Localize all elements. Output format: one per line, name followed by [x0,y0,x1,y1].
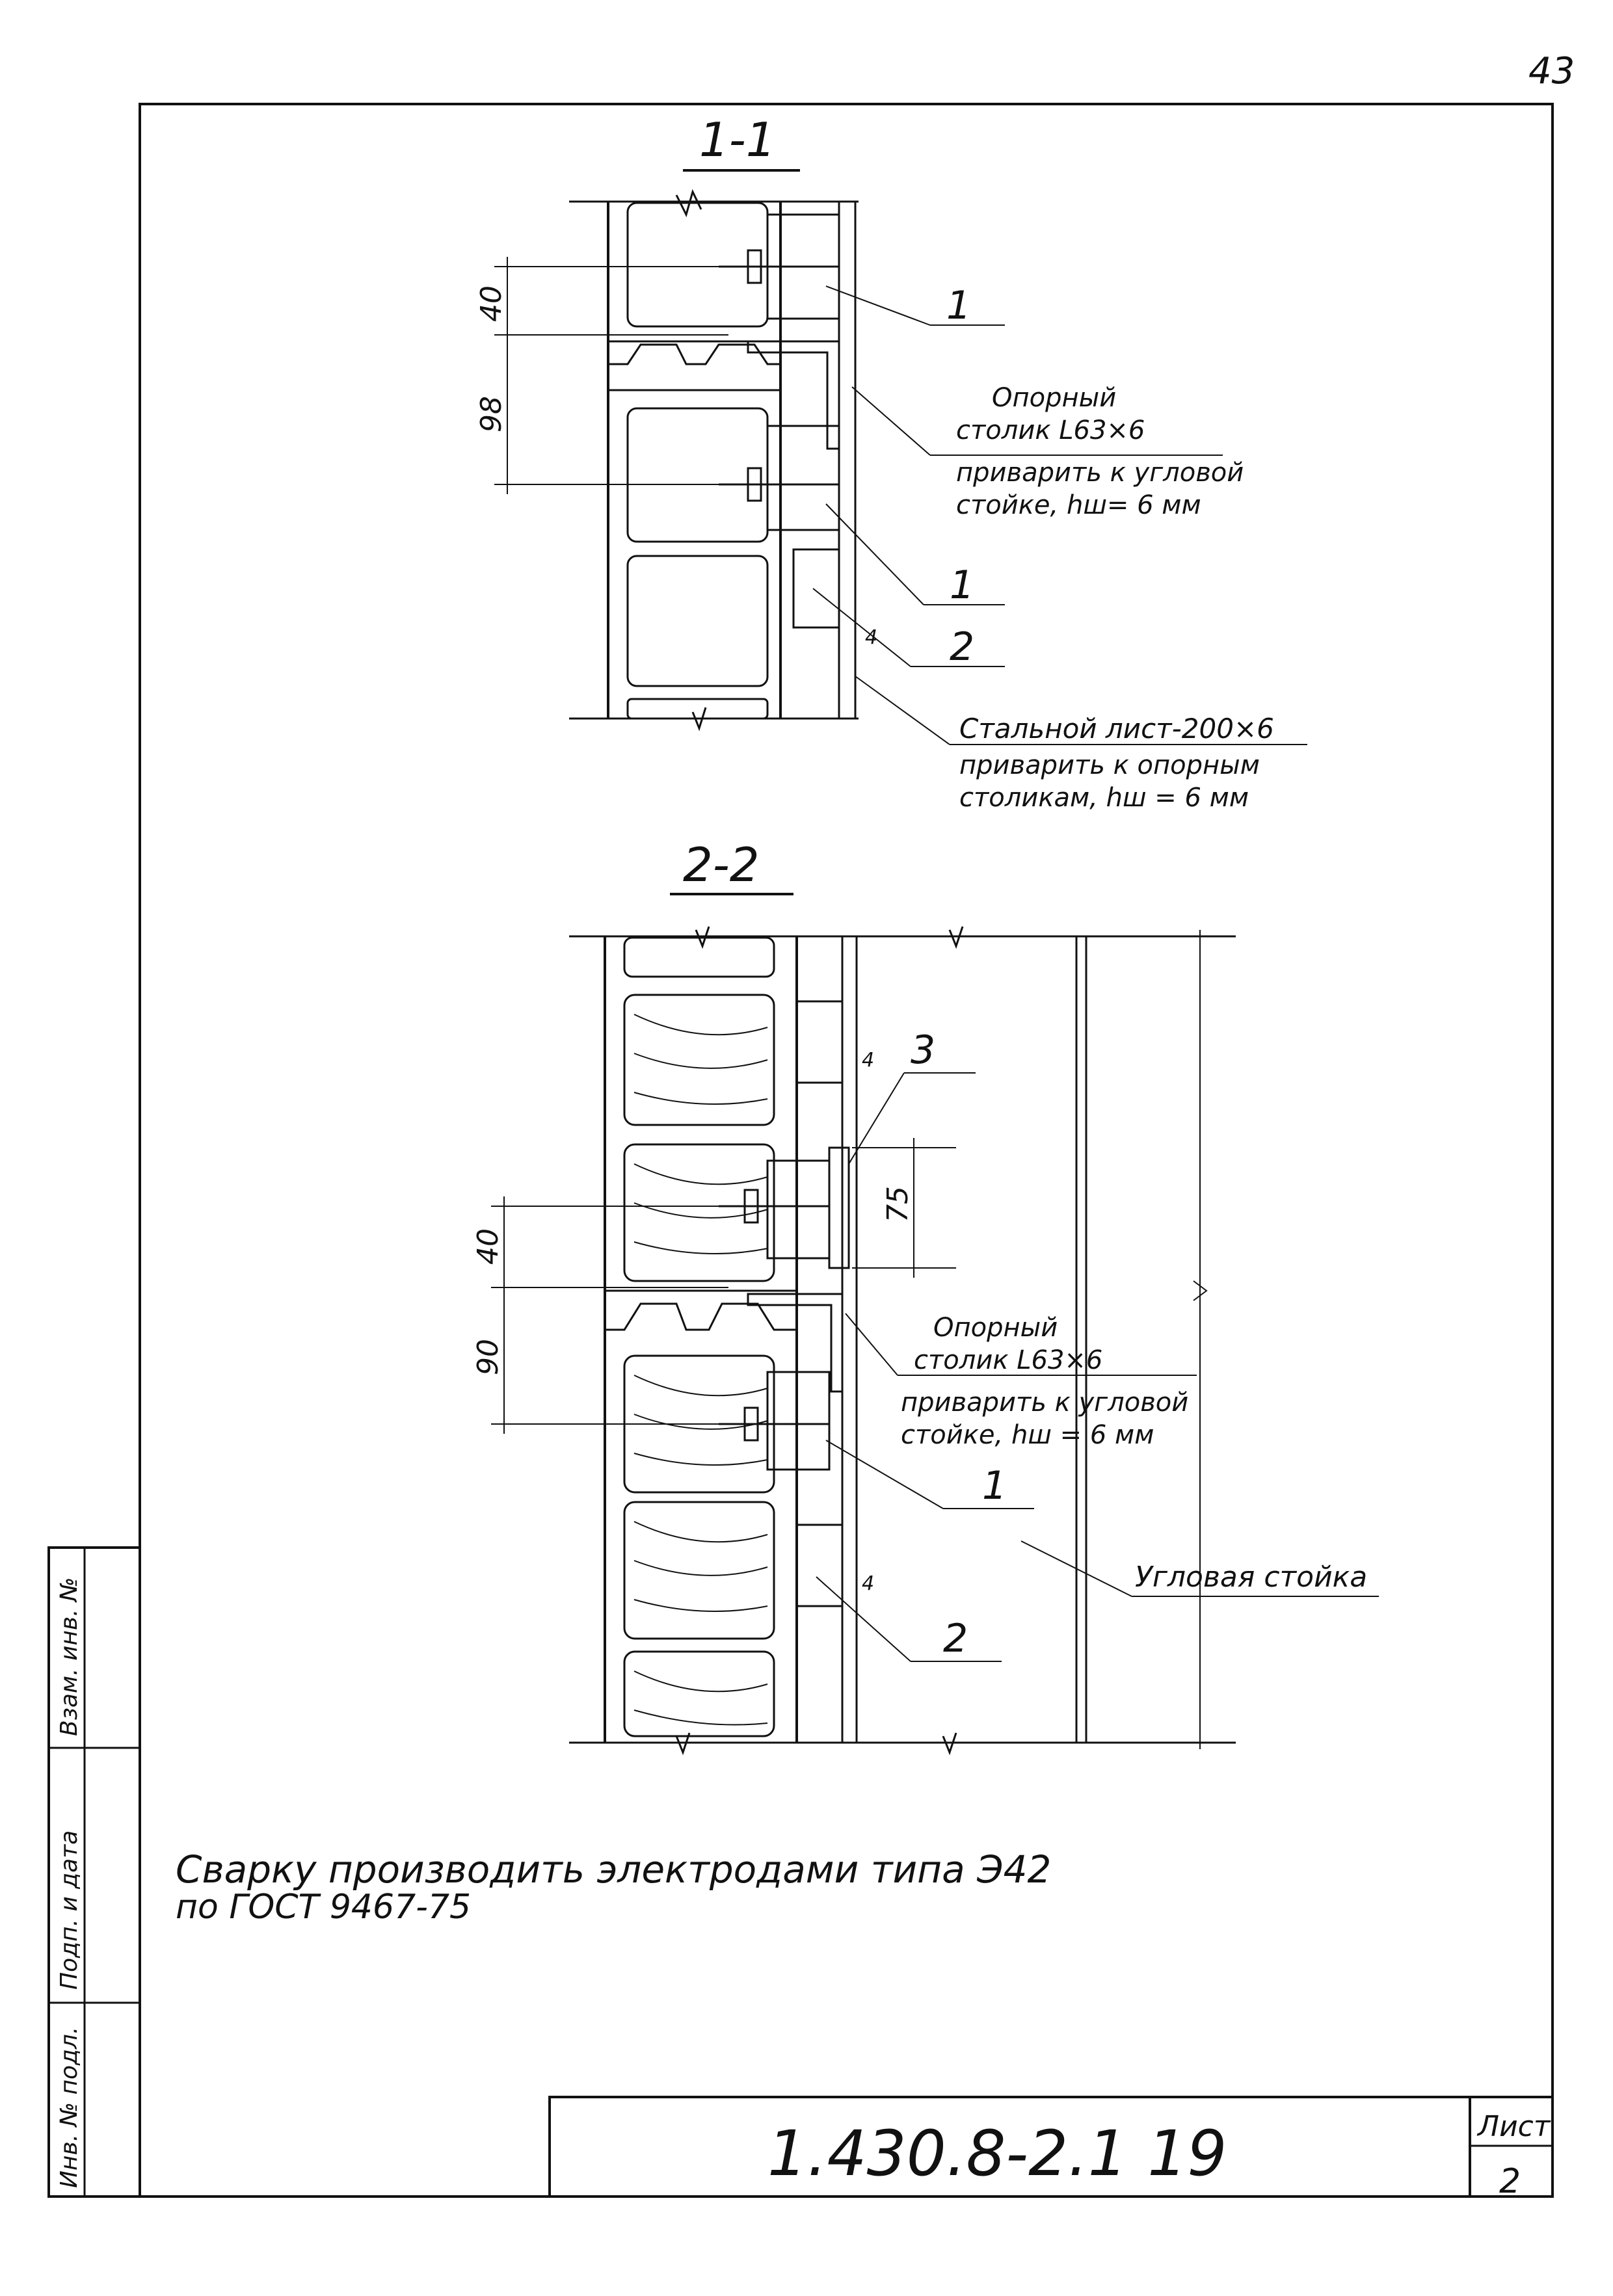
section-2-note1-l3: приварить к угловой [901,1388,1188,1418]
section-1-callout-2: 2 [950,624,974,670]
section-2-post-label: Угловая стойка [1135,1561,1367,1594]
section-1-dim-98: 98 [475,396,508,432]
sheet-number: 2 [1499,2162,1521,2201]
section-2-2: 2-2 [472,838,1379,1756]
section-2-callout-2: 2 [943,1616,968,1661]
section-1-dim-40: 40 [475,285,508,322]
stamp-inv-original: Инв. № подл. [56,2027,83,2188]
section-2-callout-1: 1 [982,1463,1007,1509]
section-2-title: 2-2 [683,838,760,892]
page-number: 43 [1528,50,1575,92]
section-2-weld-mark-b: 4 [862,1572,874,1595]
section-1-note1-l3: приварить к угловой [956,458,1244,488]
section-1-note1-l1: Опорный [992,383,1116,413]
insulation-hatching [633,1014,768,1726]
stamp-sign-date: Подп. и дата [56,1830,83,1990]
section-2-dim-40: 40 [472,1228,505,1265]
general-note-line2: по ГОСТ 9467-75 [176,1888,471,1927]
section-2-callout-3: 3 [911,1027,935,1073]
section-1-note2-l1: Стальной лист-200×6 [959,713,1274,745]
section-1-callout-1a: 1 [946,283,971,328]
section-2-dim-75: 75 [881,1186,914,1222]
general-note: Сварку производить электродами типа Э42 … [176,1847,1051,1927]
section-1-note1-l2: столик L63×6 [956,416,1145,445]
section-1-callout-1b: 1 [950,562,974,608]
section-1-1: 1-1 40 98 [475,112,1307,813]
section-1-note2-l3: столикам, hш = 6 мм [959,783,1249,813]
section-2-dim-90: 90 [472,1339,505,1375]
stamp-replaced-inv: Взам. инв. № [56,1577,83,1736]
section-2-note1-l2: столик L63×6 [914,1345,1102,1375]
general-note-line1: Сварку производить электродами типа Э42 [176,1847,1051,1892]
section-1-title: 1-1 [699,112,776,167]
side-stamp: Взам. инв. № Подп. и дата Инв. № подл. [47,1546,141,2198]
sheet-label: Лист [1476,2110,1551,2143]
doc-code: 1.430.8-2.1 19 [767,2117,1227,2190]
section-2-note1-l4: стойке, hш = 6 мм [901,1420,1154,1450]
section-2-note1-l1: Опорный [933,1313,1058,1343]
title-block: 1.430.8-2.1 19 Лист 2 [548,2096,1554,2201]
section-1-weld-mark: 4 [865,626,877,649]
section-1-note1-l4: стойке, hш= 6 мм [956,490,1201,520]
section-2-weld-mark-a: 4 [862,1049,874,1072]
section-1-note2-l2: приварить к опорным [959,750,1260,780]
